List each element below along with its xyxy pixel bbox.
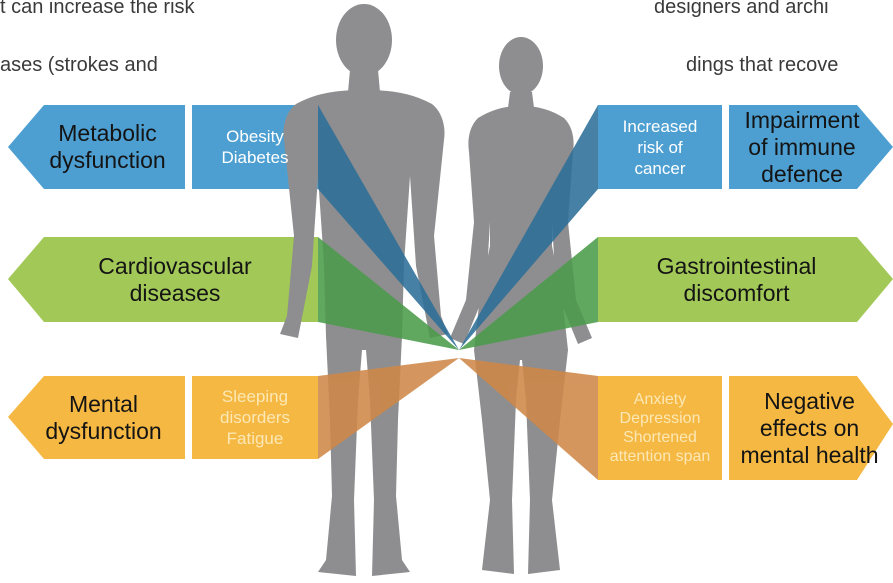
mental-line-2: dysfunction	[45, 418, 161, 445]
immune-defence-box: Impairment of immune defence	[729, 105, 875, 189]
obesity-line-1: Obesity	[226, 126, 284, 147]
anxiety-line-1: Anxiety	[634, 390, 686, 409]
anxiety-line-3: Shortened	[623, 428, 697, 447]
negative-line-1: Negative	[764, 388, 855, 415]
cancer-line-2: risk of	[637, 137, 682, 158]
immune-line-3: defence	[761, 161, 843, 188]
obesity-diabetes-box: Obesity Diabetes	[192, 105, 318, 189]
sleeping-line-3: Fatigue	[227, 428, 284, 449]
sleeping-line-2: disorders	[220, 407, 290, 428]
metabolic-dysfunction-box: Metabolic dysfunction	[30, 105, 185, 189]
gastrointestinal-discomfort-box: Gastrointestinal discomfort	[598, 237, 875, 322]
anxiety-depression-box: Anxiety Depression Shortened attention s…	[598, 376, 722, 480]
cardio-line-2: diseases	[130, 280, 221, 307]
metabolic-line-1: Metabolic	[58, 120, 156, 147]
obesity-line-2: Diabetes	[221, 147, 288, 168]
cardiovascular-diseases-box: Cardiovascular diseases	[30, 237, 320, 322]
mental-health-effects-box: Negative effects on mental health	[726, 376, 893, 480]
negative-line-2: effects on	[760, 415, 859, 442]
cancer-line-1: Increased	[623, 116, 698, 137]
mental-line-1: Mental	[69, 391, 138, 418]
immune-line-1: Impairment	[744, 107, 859, 134]
anxiety-line-2: Depression	[620, 409, 701, 428]
negative-line-3: mental health	[740, 442, 878, 469]
sleeping-disorders-box: Sleeping disorders Fatigue	[192, 376, 318, 459]
immune-line-2: of immune	[748, 134, 855, 161]
gastro-line-2: discomfort	[683, 280, 789, 307]
sleeping-line-1: Sleeping	[222, 386, 288, 407]
metabolic-line-2: dysfunction	[49, 147, 165, 174]
cardio-line-1: Cardiovascular	[98, 253, 251, 280]
mental-dysfunction-box: Mental dysfunction	[22, 376, 185, 459]
cancer-line-3: cancer	[634, 158, 685, 179]
anxiety-line-4: attention span	[610, 447, 711, 466]
gastro-line-1: Gastrointestinal	[657, 253, 817, 280]
cancer-risk-box: Increased risk of cancer	[598, 105, 722, 189]
